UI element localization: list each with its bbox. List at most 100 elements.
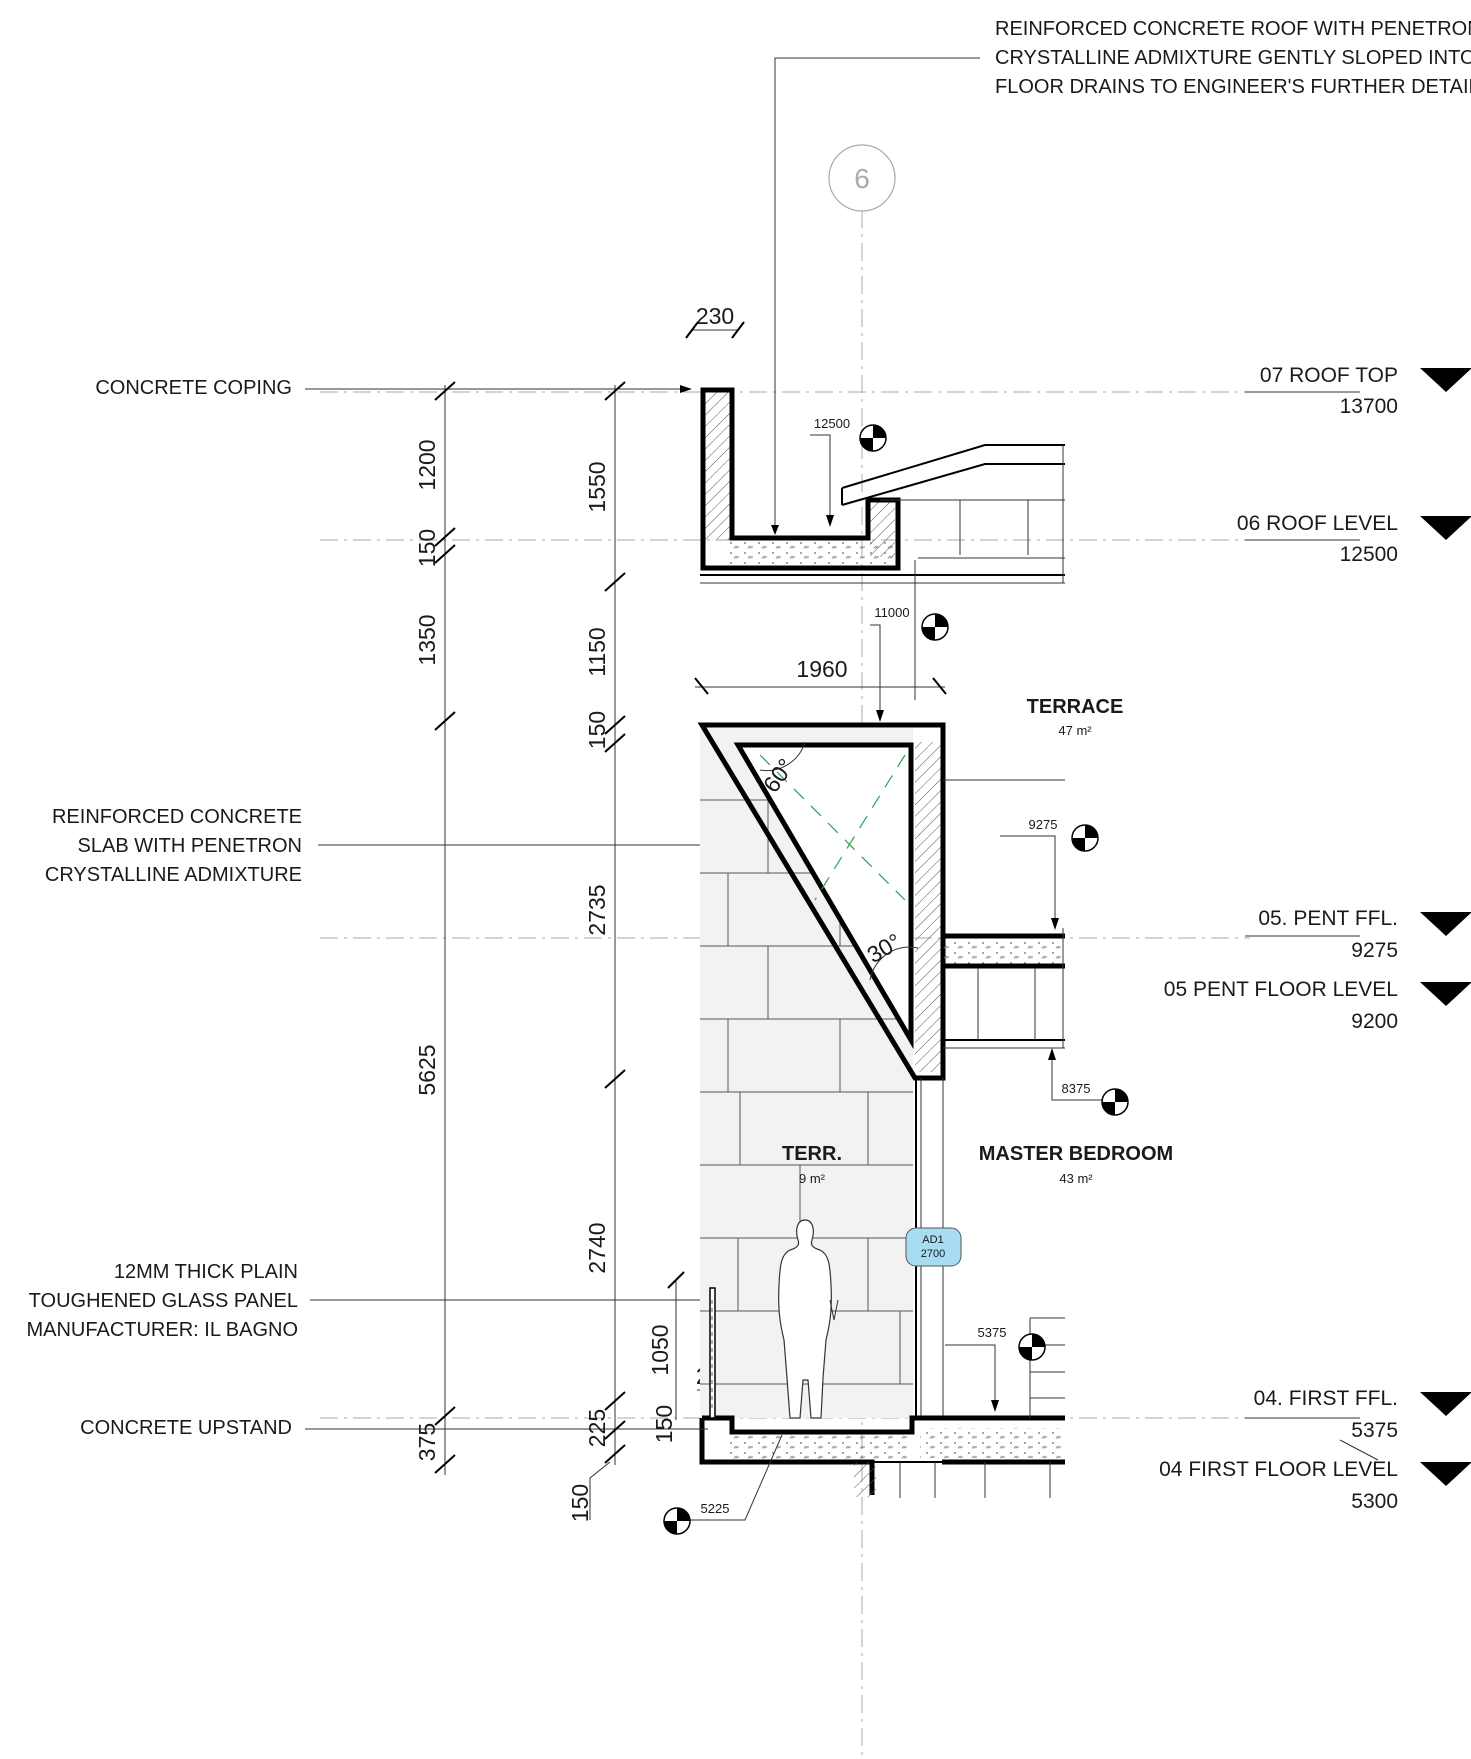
svg-text:07 ROOF TOP: 07 ROOF TOP: [1260, 364, 1398, 387]
level-tag-pent-floor-level: 05 PENT FLOOR LEVEL 9200: [1164, 978, 1471, 1033]
level-triangle-icon: [1420, 1462, 1471, 1486]
svg-text:1350: 1350: [414, 614, 440, 665]
pent-floor-slab: [942, 779, 1065, 1418]
svg-text:TOUGHENED GLASS PANEL: TOUGHENED GLASS PANEL: [29, 1290, 298, 1312]
svg-text:CONCRETE COPING: CONCRETE COPING: [95, 377, 292, 399]
spot-level-12500: 12500: [810, 416, 887, 527]
glass-height-dimension: 1050: [647, 1271, 685, 1420]
svg-text:MASTER BEDROOM: MASTER BEDROOM: [979, 1143, 1173, 1165]
glass-note: 12MM THICK PLAIN TOUGHENED GLASS PANEL M…: [26, 1261, 710, 1341]
glass-panel: [709, 1287, 716, 1419]
svg-text:REINFORCED CONCRETE: REINFORCED CONCRETE: [52, 806, 302, 828]
svg-text:8375: 8375: [1062, 1081, 1091, 1096]
level-triangle-icon: [1420, 912, 1471, 936]
box-width-dimension: 1960: [694, 656, 947, 695]
coping-note: CONCRETE COPING: [95, 377, 692, 399]
upstand-note: CONCRETE UPSTAND: [80, 1417, 700, 1439]
level-tag-roof-level: 06 ROOF LEVEL 12500: [1237, 512, 1471, 566]
svg-text:12500: 12500: [814, 416, 850, 431]
svg-text:5300: 5300: [1351, 1490, 1398, 1513]
svg-text:12MM THICK PLAIN: 12MM THICK PLAIN: [114, 1261, 298, 1283]
svg-text:05 PENT FLOOR LEVEL: 05 PENT FLOOR LEVEL: [1164, 978, 1398, 1001]
room-master-bedroom: MASTER BEDROOM 43 m²: [979, 1143, 1173, 1186]
spot-level-symbol: [663, 1507, 691, 1535]
svg-text:150: 150: [567, 1484, 593, 1522]
triangular-box: 60° 30°: [697, 722, 946, 1081]
grid-marker-circle: [828, 144, 896, 212]
svg-text:AD1: AD1: [922, 1234, 943, 1246]
svg-text:CRYSTALLINE ADMIXTURE: CRYSTALLINE ADMIXTURE: [45, 864, 302, 886]
svg-text:1200: 1200: [414, 439, 440, 490]
svg-text:CRYSTALLINE ADMIXTURE GENTLY S: CRYSTALLINE ADMIXTURE GENTLY SLOPED INTO: [995, 47, 1471, 69]
svg-text:1550: 1550: [584, 461, 610, 512]
spot-level-9275: 9275: [1000, 817, 1099, 930]
svg-text:150: 150: [651, 1405, 677, 1443]
svg-text:1150: 1150: [584, 627, 610, 676]
svg-text:9200: 9200: [1351, 1010, 1398, 1033]
svg-text:9 m²: 9 m²: [799, 1171, 826, 1186]
svg-text:05. PENT FFL.: 05. PENT FFL.: [1258, 907, 1398, 930]
svg-text:2740: 2740: [584, 1222, 610, 1273]
svg-text:12500: 12500: [1340, 543, 1398, 566]
svg-text:TERRACE: TERRACE: [1027, 696, 1124, 718]
slab-note: REINFORCED CONCRETE SLAB WITH PENETRON C…: [45, 806, 774, 886]
svg-text:REINFORCED CONCRETE ROOF WITH: REINFORCED CONCRETE ROOF WITH PENETRON: [995, 18, 1471, 40]
svg-text:CONCRETE UPSTAND: CONCRETE UPSTAND: [80, 1417, 292, 1439]
spot-level-8375: 8375: [1048, 1048, 1129, 1116]
svg-text:2735: 2735: [584, 884, 610, 935]
svg-text:5375: 5375: [978, 1325, 1007, 1340]
svg-text:1050: 1050: [647, 1324, 673, 1375]
svg-text:225: 225: [584, 1409, 610, 1447]
svg-text:06 ROOF LEVEL: 06 ROOF LEVEL: [1237, 512, 1398, 535]
level-tag-first-ffl: 04. FIRST FFL. 5375: [1245, 1387, 1471, 1442]
svg-text:5375: 5375: [1351, 1419, 1398, 1442]
svg-text:04 FIRST FLOOR LEVEL: 04 FIRST FLOOR LEVEL: [1159, 1458, 1398, 1481]
bottom-step-dimension: 150: [567, 1461, 611, 1522]
spot-level-symbol: [859, 424, 887, 452]
svg-text:150: 150: [584, 711, 610, 749]
human-figure: [778, 1219, 839, 1419]
spot-level-11000: 11000: [870, 605, 949, 722]
svg-text:43 m²: 43 m²: [1059, 1171, 1093, 1186]
svg-text:SLAB WITH PENETRON: SLAB WITH PENETRON: [78, 835, 302, 857]
room-terr: TERR. 9 m²: [782, 1143, 842, 1186]
svg-text:5625: 5625: [414, 1044, 440, 1095]
spot-level-symbol: [921, 613, 949, 641]
svg-text:9275: 9275: [1029, 817, 1058, 832]
level-triangle-icon: [1420, 1392, 1471, 1416]
svg-text:9275: 9275: [1351, 939, 1398, 962]
level-triangle-icon: [1420, 982, 1471, 1006]
svg-text:150: 150: [414, 529, 440, 567]
svg-text:1960: 1960: [796, 656, 847, 682]
first-floor-slab: [675, 1317, 1065, 1521]
svg-text:47 m²: 47 m²: [1058, 723, 1092, 738]
spot-level-symbol: [1018, 1333, 1046, 1361]
level-tag-first-floor-level: 04 FIRST FLOOR LEVEL 5300: [1159, 1439, 1471, 1513]
outer-dimension-string: 1200 150 1350 5625 375: [414, 381, 456, 1475]
room-terrace: TERRACE 47 m²: [1027, 696, 1124, 738]
grid-marker-label: 6: [854, 163, 870, 194]
svg-text:13700: 13700: [1340, 395, 1398, 418]
coping-width-dimension: 230: [685, 303, 745, 339]
svg-text:FLOOR DRAINS TO ENGINEER'S FUR: FLOOR DRAINS TO ENGINEER'S FURTHER DETAI…: [995, 76, 1471, 98]
level-triangle-icon: [1420, 368, 1471, 392]
svg-text:11000: 11000: [874, 605, 909, 620]
svg-text:04. FIRST FFL.: 04. FIRST FFL.: [1254, 1387, 1398, 1410]
svg-text:MANUFACTURER: IL BAGNO: MANUFACTURER: IL BAGNO: [26, 1319, 298, 1341]
spot-level-symbol: [1071, 824, 1099, 852]
roof-note: REINFORCED CONCRETE ROOF WITH PENETRON C…: [771, 18, 1471, 535]
level-triangle-icon: [1420, 516, 1471, 540]
spot-level-5225: 5225: [663, 1501, 730, 1535]
spot-level-symbol: [1101, 1088, 1129, 1116]
spot-level-5375: 5375: [945, 1325, 1046, 1412]
roof-structure: [700, 387, 1065, 700]
door-tag: AD1 2700: [905, 1227, 962, 1267]
svg-text:230: 230: [696, 303, 734, 329]
level-tag-pent-ffl: 05. PENT FFL. 9275: [1245, 907, 1471, 962]
svg-text:2700: 2700: [921, 1248, 945, 1260]
svg-text:TERR.: TERR.: [782, 1143, 842, 1165]
svg-text:375: 375: [414, 1423, 440, 1461]
svg-text:5225: 5225: [701, 1501, 730, 1516]
inner-dimension-string: 1550 1150 150 2735 2740 225 150: [584, 381, 677, 1465]
